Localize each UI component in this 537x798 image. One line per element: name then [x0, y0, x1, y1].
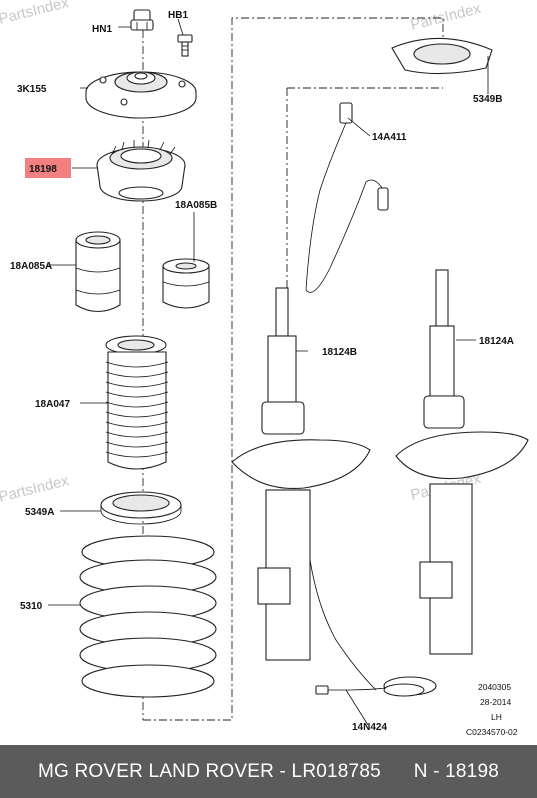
ref-line-4: C0234570-02: [466, 727, 518, 737]
footer-spacer: [381, 761, 414, 783]
assembly-dashline-left: [142, 17, 444, 721]
bolt-hb1: [177, 34, 193, 57]
watermark-top-left: PartsIndex: [0, 0, 71, 28]
highlight-18198: [25, 158, 71, 178]
top-mount-3k155: [85, 71, 197, 119]
coil-spring-5310: [79, 535, 217, 698]
footer-bar: MG ROVER LAND ROVER - LR018785 N - 18198: [0, 745, 537, 798]
assembly-dashline-mid: [286, 87, 443, 290]
exploded-parts-diagram: PartsIndex PartsIndex PartsIndex PartsIn…: [0, 0, 529, 737]
ref-line-2: 28-2014: [480, 697, 511, 707]
dust-boot-18a047: [105, 335, 169, 470]
label-14a411: 14A411: [372, 132, 407, 143]
watermark-top-right: PartsIndex: [409, 0, 483, 34]
label-hn1: HN1: [92, 24, 112, 35]
strut-bearing-18198: [96, 139, 186, 202]
label-18a085b: 18A085B: [175, 200, 217, 211]
label-18a085a: 18A085A: [10, 261, 52, 272]
leader-lines: [48, 18, 489, 726]
label-18a047: 18A047: [35, 399, 70, 410]
spring-seat-5349b: [391, 37, 493, 75]
spring-seat-5349a: [100, 491, 182, 525]
bump-stop-18a085a: [75, 231, 121, 313]
footer-part-number: N - 18198: [413, 760, 499, 782]
label-3k155: 3K155: [17, 84, 47, 95]
label-18124a: 18124A: [479, 336, 514, 347]
label-hb1: HB1: [168, 10, 188, 21]
nut-hn1: [130, 9, 154, 31]
harness-14n424: [315, 676, 437, 697]
label-18198: 18198: [29, 164, 57, 175]
ref-line-3: LH: [491, 712, 502, 722]
bump-stop-18a085b: [162, 258, 210, 309]
label-5310: 5310: [20, 601, 43, 612]
strut-assembly-18124b: [231, 287, 377, 691]
footer-brand-part: MG ROVER LAND ROVER - LR018785: [38, 760, 381, 782]
watermark-mid-left: PartsIndex: [0, 472, 71, 506]
label-5349b: 5349B: [473, 94, 502, 105]
ref-line-1: 2040305: [478, 682, 511, 692]
label-5349a: 5349A: [25, 507, 54, 518]
label-18124b: 18124B: [322, 347, 357, 358]
label-14n424: 14N424: [352, 722, 387, 733]
strut-assembly-18124a: [395, 269, 529, 655]
sensor-wire-14a411: [305, 102, 389, 293]
